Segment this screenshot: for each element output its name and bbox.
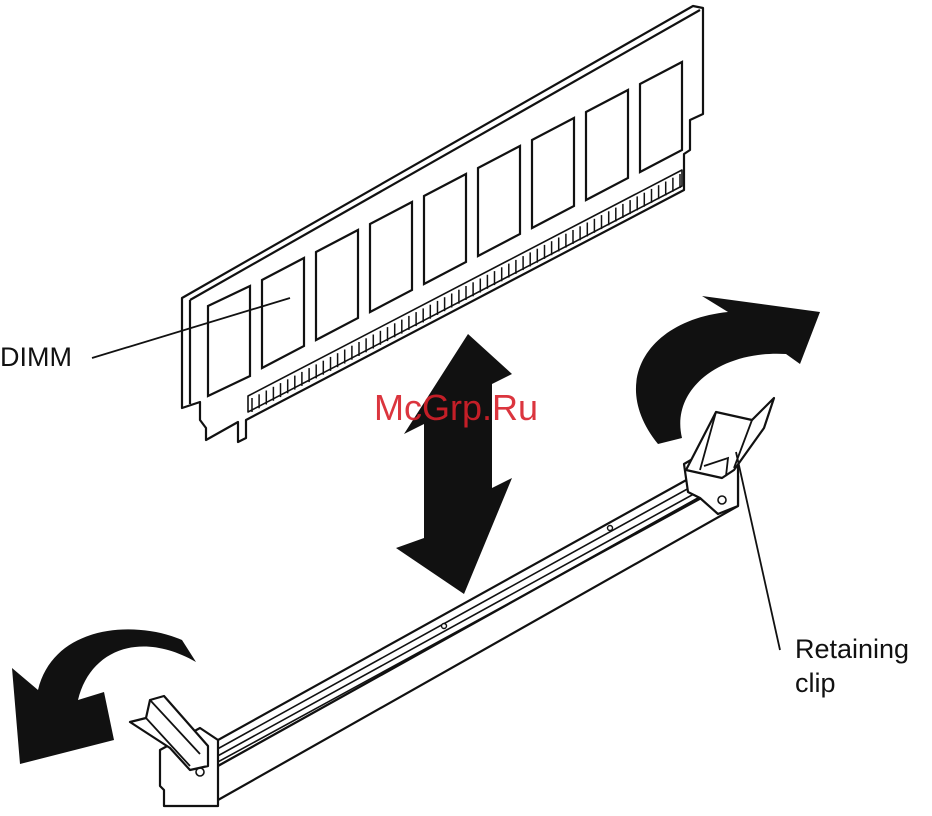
double-headed-arrow-icon: [396, 334, 512, 594]
retaining-clip-leader-line: [736, 452, 780, 650]
right-retaining-clip: [686, 398, 774, 478]
retaining-clip-label: Retaining clip: [795, 632, 909, 700]
connector-right-pin: [718, 496, 726, 504]
memory-chip-1: [208, 286, 250, 396]
watermark-text: McGrp.Ru: [374, 386, 538, 430]
retaining-clip-label-line1: Retaining: [795, 632, 909, 666]
connector-key-mark-2: [608, 526, 613, 531]
dimm-label: DIMM: [0, 340, 72, 374]
connector-key-mark: [442, 624, 447, 629]
retaining-clip-label-line2: clip: [795, 666, 909, 700]
